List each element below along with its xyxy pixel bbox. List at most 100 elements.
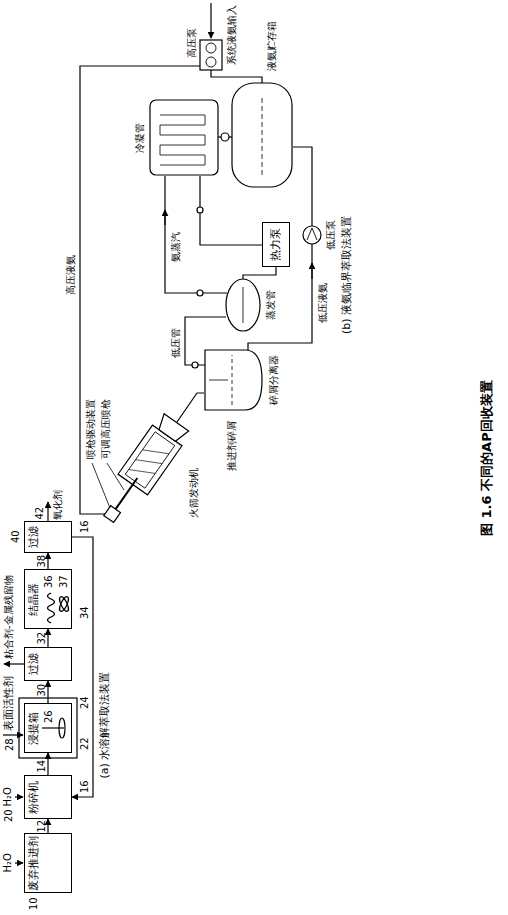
- vapor-pipe: [165, 176, 227, 293]
- flow-label: 推进剂碎屑: [226, 421, 237, 471]
- storage-tank: [232, 83, 292, 187]
- callout-number: 16: [79, 780, 90, 793]
- subfigure-caption: (a) 水溶解萃取法装置: [99, 672, 111, 779]
- callout-number: 24: [79, 696, 90, 709]
- leader-line: [107, 463, 124, 490]
- subfigure-caption: (b) 液氨临界萃取法装置: [341, 216, 353, 334]
- callout-number: 36: [43, 575, 54, 588]
- callout-number: 32: [36, 632, 47, 645]
- output-arrow: [47, 502, 48, 521]
- flow-connector: [47, 753, 48, 775]
- input-box: 废弃推进剂: [24, 833, 72, 893]
- callout-number: 28: [4, 738, 15, 751]
- condenser-tubes: [160, 115, 205, 165]
- input-arrow: [210, 3, 211, 38]
- stirrer-blade: [59, 718, 65, 738]
- pump-wheel: [206, 43, 216, 53]
- pump-symbol: [307, 228, 317, 240]
- part-label: 碎屑分离器: [268, 355, 279, 405]
- callout-number: 42: [34, 507, 45, 520]
- process-box: 过滤: [24, 521, 72, 553]
- flow-label: 高压液氨: [65, 255, 76, 295]
- callout-number: 37: [58, 575, 69, 588]
- low-pressure-liquid-pipe: [248, 147, 312, 350]
- fan-blade: [58, 595, 70, 612]
- callout-number: 12: [36, 820, 47, 833]
- part-label: 低压泵: [325, 220, 336, 250]
- input-arrow: [3, 734, 23, 735]
- pump-wheel: [206, 57, 216, 67]
- flow-arrow: [311, 263, 312, 279]
- debris-pipe: [177, 393, 204, 422]
- fan-blade: [58, 595, 70, 612]
- box-label: 废弃推进剂: [28, 836, 41, 891]
- separator-screen: [232, 355, 233, 405]
- callout-number: 40: [10, 530, 21, 543]
- callout-number: 30: [36, 684, 47, 697]
- low-pressure-pipe: [185, 317, 226, 365]
- callout-number: 26: [43, 710, 54, 723]
- part-label: 火箭发动机: [188, 468, 199, 518]
- callout-number: 10: [28, 897, 39, 910]
- callout-number: 16: [79, 520, 90, 533]
- flow-arrow: [164, 210, 165, 225]
- separator-stirrer: [209, 380, 228, 381]
- flow-connector: [47, 553, 48, 569]
- callout-number: 34: [79, 606, 90, 619]
- input-arrow: [15, 796, 23, 797]
- cooling-coil: [48, 593, 55, 623]
- part-label: 蒸发管: [265, 290, 276, 320]
- box-label: 过滤: [28, 526, 41, 548]
- box-label: 浸提箱: [28, 712, 41, 745]
- flow-label: 低压液氨: [317, 283, 328, 323]
- evaporator-tube: [243, 287, 244, 323]
- valve: [197, 207, 203, 213]
- box-label: 结晶器: [28, 583, 41, 616]
- low-pressure-pump: [303, 226, 321, 244]
- tank-level: [262, 95, 263, 175]
- stirrer-shaft: [42, 727, 64, 728]
- heat-pump-pipe: [200, 176, 262, 245]
- flow-connector: [47, 819, 48, 833]
- process-box: 粉碎机: [24, 775, 72, 819]
- heat-pump-pipe: [243, 267, 276, 279]
- part-label: 喷枪驱动装置: [85, 399, 96, 459]
- part-label: 液氨贮存箱: [266, 21, 277, 71]
- process-box: 过滤: [24, 647, 72, 681]
- valve: [221, 133, 229, 141]
- condenser: [150, 100, 218, 175]
- debris-separator: [205, 350, 262, 410]
- callout-number: 38: [36, 555, 47, 568]
- process-box: 热力泵: [262, 222, 290, 267]
- flow-label: 氨蒸汽: [170, 232, 181, 262]
- box-label: 粉碎机: [28, 781, 41, 814]
- input-label: H₂O: [2, 787, 13, 806]
- pump-feed-pipe: [211, 70, 262, 83]
- callout-number: 22: [79, 737, 90, 750]
- callout-number: 20: [3, 809, 14, 822]
- output-arrow: [4, 663, 24, 664]
- tank-frame: [19, 698, 77, 758]
- high-pressure-pipe: [80, 66, 200, 514]
- box-label: 过滤: [28, 653, 41, 675]
- input-label: 表面活性剂: [3, 676, 15, 731]
- part-label: 高压泵: [186, 28, 197, 58]
- output-label: 氧化剂: [52, 490, 63, 520]
- box-label: 热力泵: [270, 228, 283, 261]
- flow-connector: [47, 629, 48, 647]
- evaporator: [226, 279, 260, 331]
- output-label: 粘合剂-金属残留物: [3, 575, 14, 659]
- part-label: 系统液氨输入: [226, 5, 237, 65]
- flow-connector: [47, 681, 48, 703]
- callout-number: 14: [36, 760, 47, 773]
- part-label: 冷凝管: [134, 123, 145, 153]
- part-label: 可调高压喷枪: [100, 399, 111, 459]
- flow-connector: [72, 537, 93, 797]
- valve: [197, 290, 203, 296]
- input-arrow: [15, 862, 23, 863]
- valve: [192, 362, 198, 368]
